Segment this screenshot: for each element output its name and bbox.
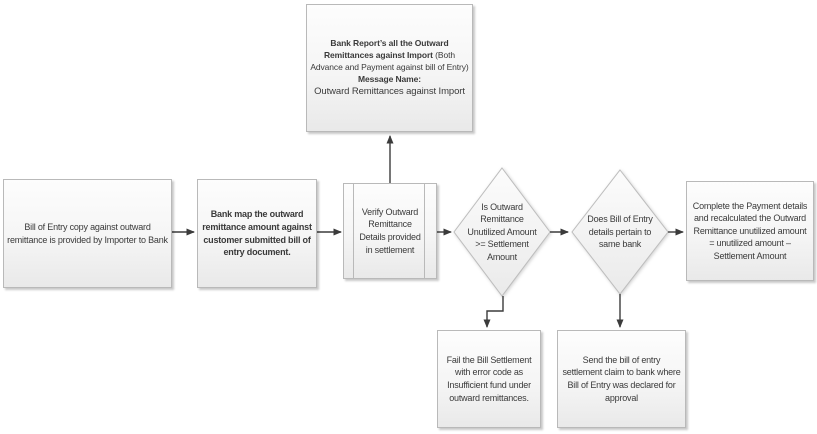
node-bank-report-outward-remittances: Bank Report’s all the Outward Remittance…: [306, 4, 473, 132]
node-bank-report-text: Bank Report’s all the Outward Remittance…: [309, 37, 470, 99]
node-verify-settlement: Verify Outward Remittance Details provid…: [343, 183, 437, 279]
decision-same-bank-text: Does Bill of Entry details pertain to sa…: [587, 214, 653, 250]
node-bill-of-entry-copy: Bill of Entry copy against outward remit…: [3, 179, 172, 288]
bank-report-message-name-value: Outward Remittances against Import: [314, 86, 465, 98]
decision-unutilized-amount-text: Is Outward Remittance Unutilized Amount …: [467, 201, 537, 262]
node-send-settlement-claim: Send the bill of entry settlement claim …: [557, 330, 686, 428]
node-complete-payment-details: Complete the Payment details and recalcu…: [686, 181, 814, 281]
bank-report-message-name-label: Message Name:: [358, 74, 421, 85]
node-fail-bill-settlement-text: Fail the Bill Settlement with error code…: [446, 354, 532, 403]
node-verify-settlement-text: Verify Outward Remittance Details provid…: [359, 206, 421, 255]
node-bank-map-remittance-text: Bank map the outward remittance amount a…: [202, 209, 312, 258]
bank-report-normal-text: (Both Advance and Payment against bill o…: [310, 50, 469, 73]
node-bill-of-entry-copy-text: Bill of Entry copy against outward remit…: [7, 221, 168, 245]
node-send-settlement-claim-text: Send the bill of entry settlement claim …: [562, 354, 681, 403]
node-bank-map-remittance: Bank map the outward remittance amount a…: [197, 179, 317, 288]
arrow-decision-unutilized-to-fail-settlement: [483, 296, 504, 328]
node-fail-bill-settlement: Fail the Bill Settlement with error code…: [437, 330, 541, 428]
node-complete-payment-details-text: Complete the Payment details and recalcu…: [692, 200, 808, 261]
bank-report-bold-text: Bank Report’s all the Outward Remittance…: [324, 38, 449, 61]
